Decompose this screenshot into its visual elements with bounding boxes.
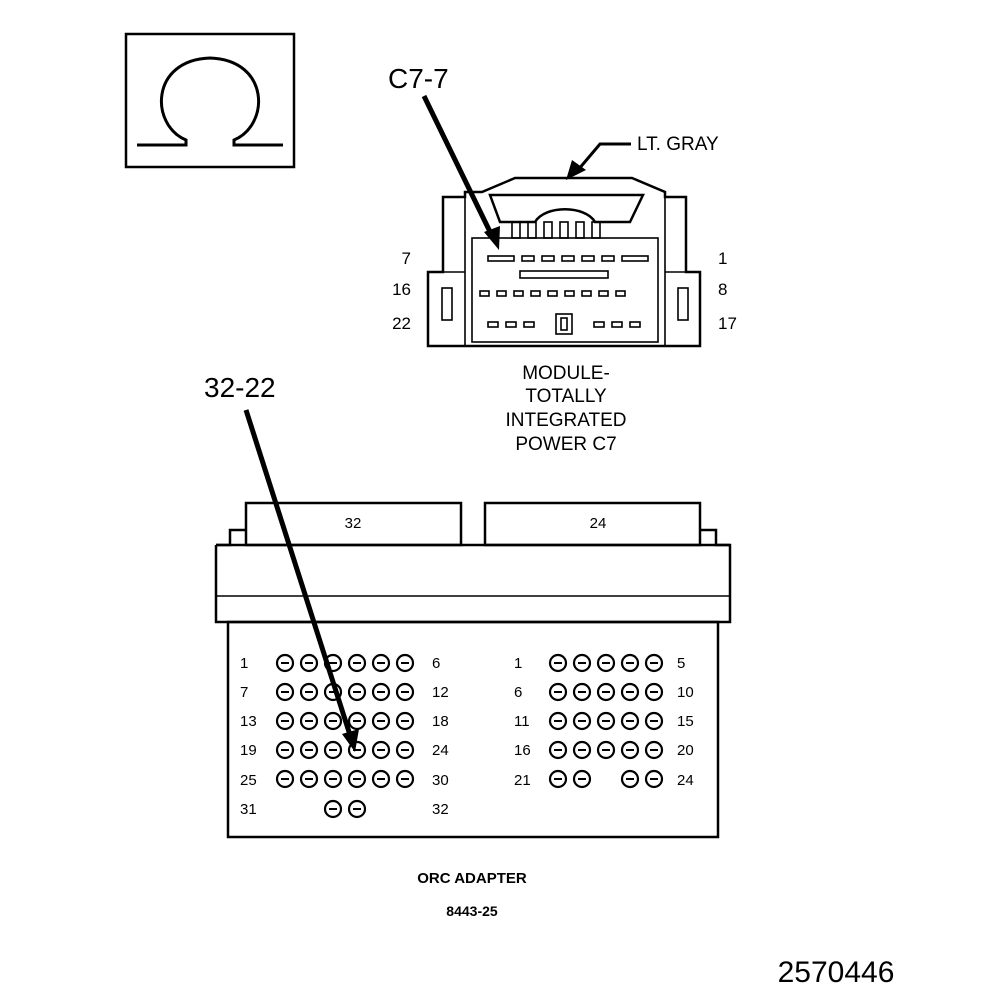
- c7-caption: MODULE- TOTALLY INTEGRATED POWER C7: [505, 363, 626, 455]
- tab-label-32: 32: [345, 515, 362, 532]
- left-row-end-1: 6: [432, 655, 440, 672]
- left-row-end-5: 30: [432, 772, 449, 789]
- c7-row-label-left-2: 16: [392, 280, 411, 299]
- right-row-start-2: 6: [514, 684, 522, 701]
- c7-callout: C7-7: [388, 63, 449, 94]
- color-arrowhead-icon: [566, 160, 586, 180]
- left-row-start-1: 1: [240, 655, 248, 672]
- adapter-title: ORC ADAPTER: [417, 870, 527, 887]
- adapter-part-number: 8443-25: [446, 903, 498, 919]
- left-row-start-2: 7: [240, 684, 248, 701]
- left-row-start-6: 31: [240, 801, 257, 818]
- left-pin-block-labels: 1 6 7 12 13 18 19 24 25 30 31 32: [240, 655, 449, 818]
- c7-cavity-row-2: [479, 290, 626, 297]
- right-row-start-1: 1: [514, 655, 522, 672]
- c7-row-label-right-3: 17: [718, 314, 737, 333]
- right-row-start-4: 16: [514, 742, 531, 759]
- left-row-end-2: 12: [432, 684, 449, 701]
- c7-connector: [426, 176, 702, 348]
- left-row-start-4: 19: [240, 742, 257, 759]
- left-row-start-5: 25: [240, 772, 257, 789]
- left-row-end-4: 24: [432, 742, 449, 759]
- adapter-arrowhead-icon: [342, 729, 359, 752]
- right-row-end-5: 24: [677, 772, 694, 789]
- c7-caption-line-1: MODULE-: [522, 363, 610, 384]
- c7-caption-line-2: TOTALLY: [525, 386, 607, 407]
- adapter-callout-arrow: [243, 409, 353, 736]
- c7-caption-line-3: INTEGRATED: [505, 410, 626, 431]
- ohm-symbol-box: [124, 32, 296, 169]
- c7-cavity-row-1: [487, 255, 649, 262]
- right-row-end-4: 20: [677, 742, 694, 759]
- left-row-start-3: 13: [240, 713, 257, 730]
- adapter-callout: 32-22: [204, 372, 276, 403]
- right-row-start-5: 21: [514, 772, 531, 789]
- right-row-start-3: 11: [514, 713, 530, 730]
- c7-row-label-right-1: 1: [718, 249, 727, 268]
- left-row-end-6: 32: [432, 801, 449, 818]
- c7-row-label-left-1: 7: [402, 249, 411, 268]
- c7-row-label-right-2: 8: [718, 280, 727, 299]
- right-pin-block-labels: 1 5 6 10 11 15 16 20 21 24: [514, 655, 694, 789]
- right-row-end-1: 5: [677, 655, 685, 672]
- c7-cavity-row-3: [487, 313, 641, 335]
- right-row-end-2: 10: [677, 684, 694, 701]
- right-row-end-3: 15: [677, 713, 694, 730]
- color-label: LT. GRAY: [637, 134, 719, 155]
- orc-adapter: [214, 501, 732, 839]
- c7-row-label-left-3: 22: [392, 314, 411, 333]
- adapter-pins: [275, 653, 664, 819]
- tab-label-24: 24: [590, 515, 607, 532]
- figure-id: 2570446: [778, 956, 895, 989]
- omega-icon: [137, 56, 283, 147]
- c7-arrowhead-icon: [484, 226, 500, 250]
- c7-caption-line-4: POWER C7: [515, 434, 616, 455]
- left-row-end-3: 18: [432, 713, 449, 730]
- color-leader-line: [576, 142, 631, 171]
- c7-callout-arrow: [421, 94, 497, 242]
